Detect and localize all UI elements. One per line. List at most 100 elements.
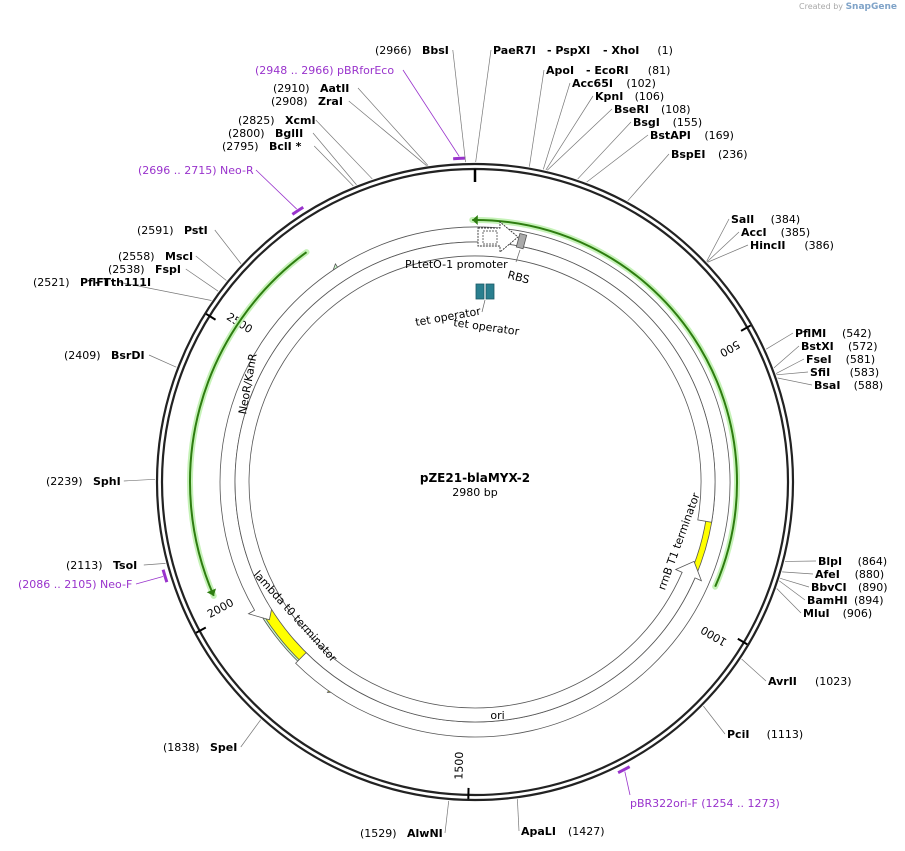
site-position: (906) (843, 607, 873, 620)
snapgene-credit: Created by SnapGene (799, 2, 897, 12)
site-hincii: HincII(386) (707, 239, 834, 263)
site-name: TsoI (113, 559, 137, 572)
site-leader (779, 580, 806, 601)
site-kpni: KpnI (106) (545, 90, 665, 171)
site-sfii: SfiI (583) (776, 366, 880, 379)
site-bsrdi: (2409)BsrDI (64, 349, 177, 368)
site-leader (706, 218, 730, 262)
site-position: (81) (648, 64, 671, 77)
site-leader (707, 244, 749, 263)
site-name: ApoI (546, 64, 574, 77)
site-name: AvrII (768, 675, 797, 688)
site-position: (581) (846, 353, 876, 366)
site-name: BlpI (818, 555, 842, 568)
site-position: (583) (850, 366, 880, 379)
site-leader (773, 345, 800, 369)
site-position: (1529) (360, 827, 397, 840)
site-position: (102) (626, 77, 656, 90)
site-name: Acc65I (572, 77, 613, 90)
site-name: PaeR7I (493, 44, 536, 57)
primer-label: (2948 .. 2966) pBRforEco (255, 64, 394, 77)
primer-label: (2696 .. 2715) Neo-R (138, 164, 254, 177)
tick-label: 1500 (452, 752, 466, 780)
site-alwni: (1529) AlwNI (360, 800, 450, 840)
site-name: SpeI (210, 741, 237, 754)
primer-leader (402, 69, 460, 157)
site-position: (2825) (238, 114, 275, 127)
site-name: KpnI (595, 90, 623, 103)
site-leader (765, 332, 794, 350)
site-bglii: (2800)BglII (228, 127, 357, 185)
site-leader (357, 87, 429, 166)
site-apali: ApaLI(1427) (517, 799, 605, 838)
site-name: AfeI (815, 568, 840, 581)
primer-leader (255, 169, 297, 210)
site-leader (185, 268, 219, 292)
site-leader (315, 119, 373, 180)
site-position: (2239) (46, 475, 83, 488)
site-name: FspI (155, 263, 181, 276)
site-name: BsgI (633, 116, 660, 129)
site-name: AlwNI (407, 827, 443, 840)
site-name: MscI (165, 250, 193, 263)
site-name: HincII (750, 239, 786, 252)
pltet-promoter-glyph (477, 221, 519, 253)
site-position: (1838) (163, 741, 200, 754)
site-leader (741, 658, 767, 682)
site-leader (546, 108, 613, 171)
site-position: (169) (704, 129, 734, 142)
site-bcli: (2795)BclI * (222, 140, 354, 187)
site-position: (2409) (64, 349, 101, 362)
site-blpi: BlpI(864) (784, 555, 887, 568)
site-leader (703, 705, 726, 735)
ori-label: ori (490, 709, 504, 722)
site-leader (780, 577, 810, 588)
site-avrii: AvrII(1023) (741, 658, 852, 688)
site-spei: (1838) SpeI (163, 719, 261, 754)
site-name: PstI (184, 224, 208, 237)
site-position: (2795) (222, 140, 259, 153)
site-leader (148, 354, 177, 368)
site-fspi: (2538)FspI (108, 263, 219, 292)
plasmid-name: pZE21-blaMYX-2 (420, 471, 530, 485)
site-bsgi: BsgI (155) (577, 116, 703, 180)
site-position: (2910) (273, 82, 310, 95)
site-position: (2966) (375, 44, 412, 57)
site-bamhi: BamHI(894) (779, 580, 884, 607)
site-name: PflFI (80, 276, 108, 289)
site-tsoi: (2113)TsoI (66, 559, 166, 572)
site-leader (143, 563, 166, 566)
site-name: BseRI (614, 103, 649, 116)
site-leader (312, 132, 357, 185)
site-leader (706, 231, 740, 263)
site-aatii: (2910)AatII (273, 82, 429, 166)
site-pflfi: (2521)PflFI (33, 276, 212, 301)
site-name: XcmI (285, 114, 316, 127)
site-name: - PspXI (547, 44, 590, 57)
orf-arrowhead (472, 215, 478, 226)
site-paer7i: PaeR7I (475, 44, 536, 163)
site-leader (542, 82, 571, 170)
site-name: SfiI (810, 366, 830, 379)
site-bseri: BseRI(108) (546, 103, 691, 171)
site-position: (542) (842, 327, 872, 340)
site-name: - XhoI (603, 44, 639, 57)
site-position: (1) (657, 44, 673, 57)
site-name: BspEI (671, 148, 705, 161)
site-sphi: (2239)SphI (46, 475, 156, 488)
site-position: (155) (673, 116, 703, 129)
site-position: (1427) (568, 825, 605, 838)
rrnb-t1-terminator-feature (234, 241, 716, 723)
site-name: BstAPI (650, 129, 691, 142)
site-position: (106) (635, 90, 665, 103)
site-bsai: BsaI(588) (777, 377, 883, 392)
rbs-label: RBS (506, 268, 531, 286)
site-leader (529, 69, 545, 167)
site-psti: (2591)PstI (137, 224, 242, 264)
site-leader (444, 800, 450, 834)
tick-mark (205, 313, 217, 321)
site-leader (195, 255, 227, 281)
site-afei: AfeI(880) (782, 568, 884, 581)
site-pspxi: - PspXI (547, 44, 590, 57)
